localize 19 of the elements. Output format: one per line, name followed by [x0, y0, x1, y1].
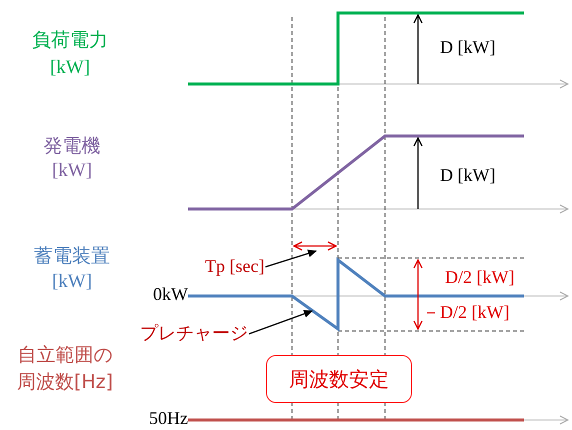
dimension-label: D/2 [kW] — [445, 268, 514, 288]
axis-label: 自立範囲の — [18, 345, 112, 366]
unit-label: [kW] — [50, 58, 90, 79]
dimension-label: －D/2 [kW] — [422, 303, 510, 323]
axis-label: 蓄電装置 — [34, 246, 110, 267]
status-box: 周波数安定 — [266, 355, 412, 403]
leader-line — [265, 250, 317, 268]
axis-label: 負荷電力 — [32, 30, 108, 51]
axis-label: 周波数[Hz] — [16, 372, 114, 393]
axis-label: 発電機 — [44, 136, 100, 157]
value-label: 50Hz — [149, 409, 188, 429]
unit-label: [kW] — [52, 161, 92, 182]
dimension-label: D [kW] — [440, 38, 496, 58]
callout-label: Tp [sec] — [205, 257, 264, 277]
dimension-label: D [kW] — [440, 166, 496, 186]
value-label: 0kW — [153, 285, 188, 305]
callout-label: プレチャージ — [140, 324, 248, 344]
leader-line — [248, 310, 313, 335]
unit-label: [kW] — [52, 272, 92, 293]
